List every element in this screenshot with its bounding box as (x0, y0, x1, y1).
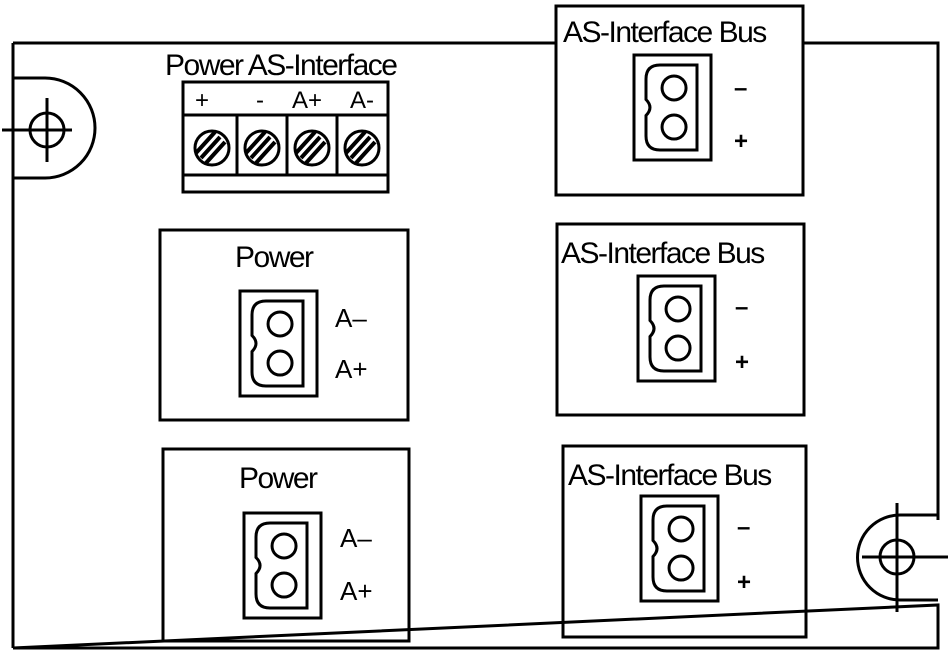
bus-pin-label: + (734, 128, 748, 155)
bus-connector-title: AS-Interface Bus (568, 459, 771, 492)
bus-pin-label: – (737, 514, 750, 541)
terminal-screw-icon (243, 129, 281, 167)
power-pin-label: A+ (340, 576, 373, 606)
terminal-screw-icon (193, 129, 231, 167)
enclosure-outline (11, 41, 940, 650)
bus-socket-icon (636, 274, 717, 383)
bus-pin-label: – (735, 294, 748, 321)
power-pin-label: A– (335, 303, 367, 333)
bus-connector-box (561, 444, 808, 639)
bus-socket-icon (632, 53, 713, 162)
power-pin-label: A– (340, 523, 372, 553)
power-connector-title: Power (239, 462, 318, 495)
terminal-block (181, 80, 390, 194)
power-connector-box (161, 447, 411, 643)
bus-connector-title: AS-Interface Bus (563, 16, 766, 49)
power-connector-title: Power (235, 241, 314, 274)
power-socket-icon (242, 511, 323, 620)
bus-pin-label: + (737, 569, 751, 596)
bus-connector-box (554, 4, 805, 197)
bus-connector-title: AS-Interface Bus (561, 237, 764, 270)
bus-pin-label: – (734, 75, 747, 102)
bus-connector-box (555, 222, 806, 417)
bus-pin-label: + (735, 349, 749, 376)
terminal-pin-label: - (256, 87, 264, 114)
terminal-block-title: Power AS-Interface (165, 49, 397, 82)
terminal-screw-icon (343, 129, 381, 167)
mounting-hole-top-left (2, 76, 97, 180)
terminal-screw-icon (293, 129, 331, 167)
bus-socket-icon (639, 494, 720, 603)
terminal-pin-label: + (195, 87, 209, 114)
power-socket-icon (238, 289, 319, 398)
terminal-pin-label: A- (350, 87, 374, 114)
power-connector-box (158, 228, 410, 422)
power-pin-label: A+ (335, 354, 368, 384)
mounting-hole-bottom-right (856, 503, 948, 612)
terminal-pin-label: A+ (292, 87, 322, 114)
